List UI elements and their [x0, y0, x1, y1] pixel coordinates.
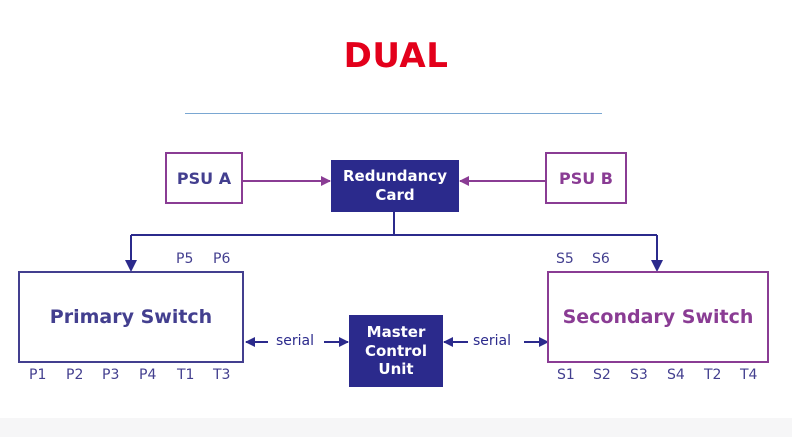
serial-right-label: serial	[473, 333, 512, 349]
mcu-label-line2: Control	[364, 341, 427, 360]
secondary-switch-label: Secondary Switch	[562, 306, 754, 328]
title-divider	[185, 113, 602, 114]
psu-b-label: PSU B	[558, 168, 613, 188]
mcu-label-line1: Master	[366, 322, 426, 341]
mcu-label-line3: Unit	[378, 360, 414, 379]
port-label-p5: P5	[176, 251, 194, 267]
secondary-switch-box: Secondary Switch	[547, 271, 769, 363]
serial-left-label: serial	[276, 333, 315, 349]
port-label-s1: S1	[557, 367, 575, 383]
psu-b-box: PSU B	[545, 152, 627, 204]
port-label-p4: P4	[139, 367, 157, 383]
port-label-t2: T2	[704, 367, 722, 383]
port-label-p6: P6	[213, 251, 231, 267]
master-control-unit-box: Master Control Unit	[349, 315, 443, 387]
port-label-s6: S6	[592, 251, 610, 267]
diagram-title: DUAL	[343, 36, 449, 76]
port-label-s4: S4	[667, 367, 685, 383]
port-label-t1: T1	[177, 367, 195, 383]
port-label-t4: T4	[740, 367, 758, 383]
port-label-s2: S2	[593, 367, 611, 383]
port-label-t3: T3	[213, 367, 231, 383]
redundancy-card-label-line1: Redundancy	[342, 167, 448, 186]
port-label-s5: S5	[556, 251, 574, 267]
port-label-s3: S3	[630, 367, 648, 383]
primary-switch-box: Primary Switch	[18, 271, 244, 363]
redundancy-card-box: Redundancy Card	[331, 160, 459, 212]
primary-switch-label: Primary Switch	[49, 306, 213, 328]
port-label-p3: P3	[102, 367, 120, 383]
redundancy-card-label-line2: Card	[375, 186, 415, 204]
psu-a-label: PSU A	[176, 168, 232, 188]
port-label-p2: P2	[66, 367, 84, 383]
footer-band	[0, 418, 792, 437]
psu-a-box: PSU A	[165, 152, 243, 204]
port-label-p1: P1	[29, 367, 47, 383]
